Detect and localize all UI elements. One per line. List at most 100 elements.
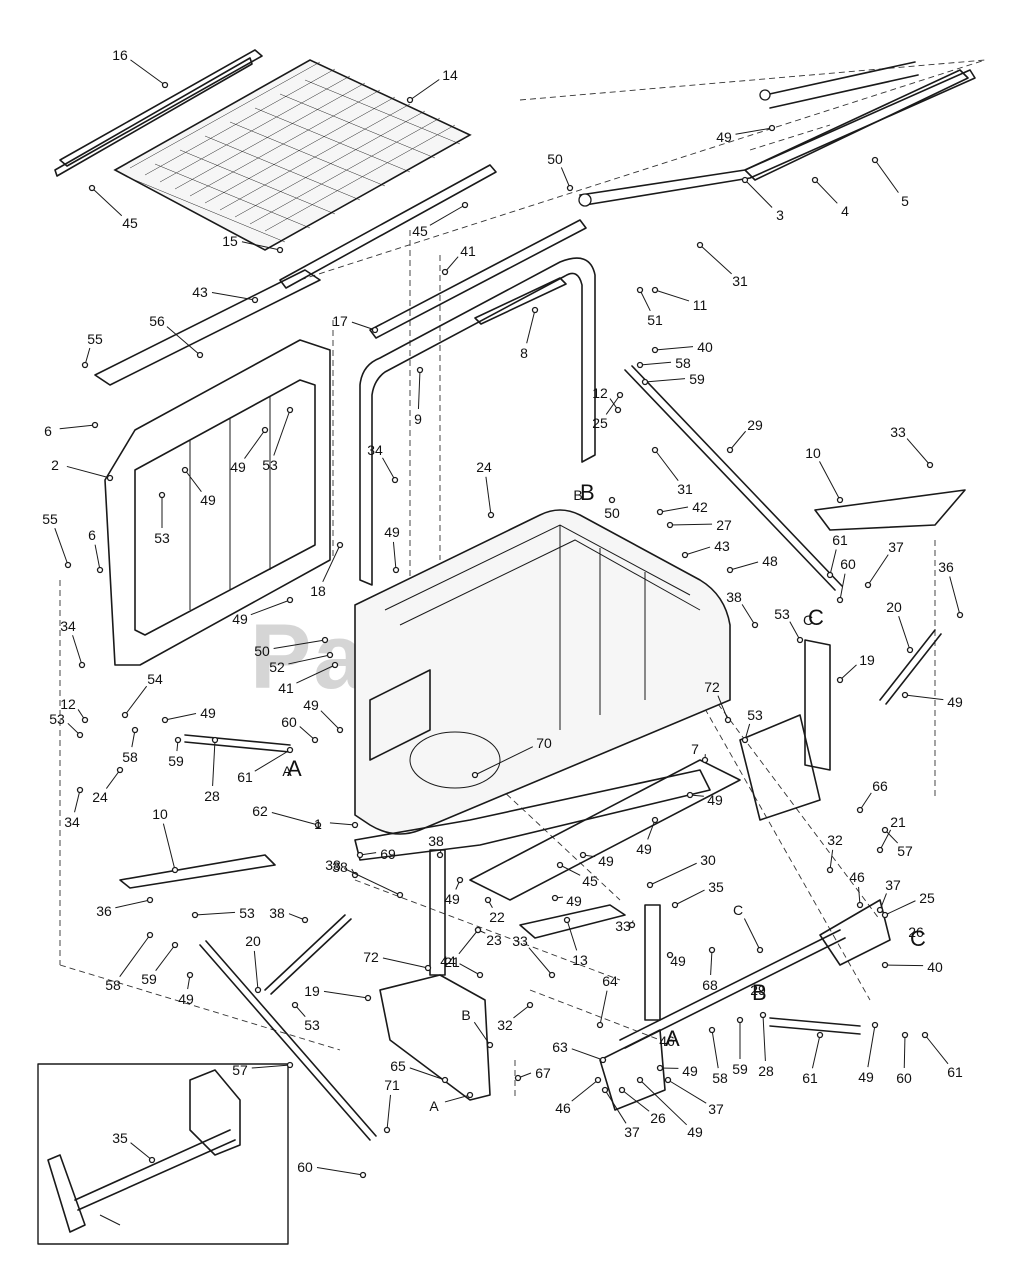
callout: 24 — [476, 459, 495, 519]
callout-target-mark — [876, 846, 884, 854]
callout: 58 — [708, 1026, 728, 1086]
callout-target-mark — [471, 771, 479, 779]
callout-leader — [254, 749, 291, 772]
callout-target-mark — [261, 426, 269, 434]
callout-leader — [599, 990, 608, 1026]
callout: 49 — [232, 596, 294, 627]
callout-leader — [743, 918, 761, 951]
ref-letter-label: A — [287, 756, 302, 781]
callout-number: 1 — [314, 816, 322, 832]
callout-leader — [654, 346, 694, 351]
callout-number: 58 — [712, 1070, 728, 1086]
callout: 13 — [563, 916, 588, 968]
callout: 61 — [921, 1031, 963, 1080]
callout-number: 49 — [232, 611, 248, 627]
callout: 36 — [96, 896, 154, 919]
ref-letter-label: C — [910, 926, 926, 951]
callout: 49 — [178, 971, 194, 1007]
callout-number: 62 — [252, 803, 268, 819]
callout-number: 2 — [51, 457, 59, 473]
callout-target-mark — [548, 971, 556, 979]
callout: 17 — [332, 313, 379, 334]
callout: 57 — [232, 1061, 294, 1078]
callout-number: 40 — [927, 959, 943, 975]
callout-leader — [839, 664, 857, 681]
callout-leader — [729, 430, 747, 451]
callout-leader — [130, 1142, 153, 1161]
callout-number: 49 — [858, 1069, 874, 1085]
callout: 5 — [871, 156, 909, 209]
callout-number: 48 — [762, 553, 778, 569]
callout-leader — [639, 289, 651, 312]
callout-number: 63 — [552, 1039, 568, 1055]
callout: 41 — [278, 661, 339, 696]
callout-number: 34 — [64, 814, 80, 830]
callout: 49 — [384, 524, 400, 574]
callout-target-mark — [708, 946, 716, 954]
callout: 53 — [262, 406, 294, 473]
callout-target-mark — [666, 951, 674, 959]
callout-leader — [560, 167, 571, 189]
callout-leader — [898, 616, 911, 651]
callout-number: 38 — [428, 833, 444, 849]
callout-number: A — [429, 1098, 439, 1114]
callout-leader — [288, 654, 331, 665]
callout: 59 — [641, 371, 705, 387]
callout-leader — [273, 639, 326, 650]
callout-leader — [605, 394, 621, 415]
callout-target-mark — [871, 156, 879, 164]
callout-leader — [571, 1079, 599, 1102]
callout-number: B — [461, 1007, 470, 1023]
callout-target-mark — [251, 296, 259, 304]
callout-number: 18 — [310, 583, 326, 599]
callout-number: 37 — [885, 877, 901, 893]
callout-target-mark — [211, 736, 219, 744]
callout: 15 — [222, 233, 284, 254]
callout: 38 — [325, 857, 404, 899]
callout-number: 46 — [659, 1033, 675, 1049]
callout-number: 37 — [624, 1124, 640, 1140]
callout-number: 46 — [555, 1100, 571, 1116]
callout-number: 49 — [230, 459, 246, 475]
callout-leader — [819, 461, 841, 501]
callout-number: 34 — [367, 442, 383, 458]
callout-number: 59 — [141, 971, 157, 987]
callout: 49 — [551, 893, 582, 909]
callout-number: 23 — [486, 932, 502, 948]
callout-number: 59 — [732, 1061, 748, 1077]
callout-target-mark — [106, 474, 114, 482]
callout: 45 — [88, 184, 138, 231]
callout: 61 — [237, 746, 294, 785]
callout-leader — [654, 449, 679, 482]
callout-target-mark — [161, 81, 169, 89]
callout-number: 31 — [732, 273, 748, 289]
callout-target-mark — [616, 391, 624, 399]
callout-number: 27 — [716, 517, 732, 533]
callout-number: 50 — [547, 151, 563, 167]
callout-number: 53 — [239, 905, 255, 921]
callout: 43 — [681, 538, 730, 559]
callout: A — [429, 1091, 474, 1114]
callout-target-mark — [484, 896, 492, 904]
callout: 19 — [836, 652, 875, 684]
callout-number: 26 — [908, 924, 924, 940]
callout-number: 22 — [489, 909, 505, 925]
callout: 54 — [121, 671, 163, 719]
callout-number: 45 — [412, 223, 428, 239]
callout-number: 44 — [440, 953, 456, 969]
callout-leader — [329, 822, 356, 826]
callout-target-mark — [121, 711, 129, 719]
callout: 60 — [281, 714, 319, 744]
callout-leader — [164, 712, 197, 721]
callout-number: 49 — [384, 524, 400, 540]
callout: 58 — [636, 355, 691, 371]
callout: 50 — [547, 151, 574, 192]
callout-leader — [124, 685, 148, 716]
callout-number: 49 — [178, 991, 194, 1007]
callout-number: 36 — [96, 903, 112, 919]
callout-leader — [409, 1067, 446, 1081]
callout-number: 13 — [572, 952, 588, 968]
callout-leader — [250, 599, 291, 616]
callout-target-mark — [836, 596, 844, 604]
